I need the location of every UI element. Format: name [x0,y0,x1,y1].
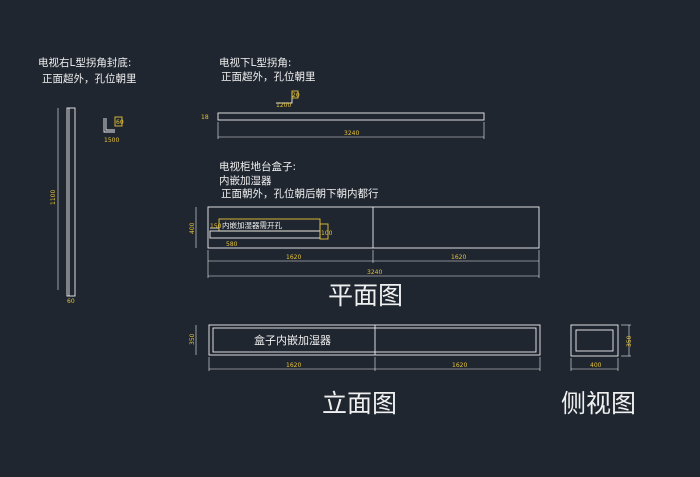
note-bottom-l-line2: 正面超外，孔位朝里 [221,70,316,83]
dim-bottom-top-a: 1200 [276,102,291,109]
dim-vertical-length: 1100 [50,190,57,205]
dim-plan-height: 400 [189,222,196,234]
humidifier-hole-label: 内嵌加湿器需开孔 [222,220,282,230]
note-box-line2: 内嵌加湿器 [219,174,272,187]
bottom-l-board: 18 3240 [201,112,485,139]
side-outline [570,324,619,357]
dim-hole-width: 580 [226,241,238,248]
plan-outline [207,206,540,249]
right-l-board: 1100 60 [50,107,76,305]
right-l-profile-inner [105,118,115,131]
note-bottom-l-line1: 电视下L型拐角: [219,56,291,69]
right-l-profile-outline [103,118,115,133]
dim-elevation-seg1: 1620 [286,362,301,369]
dim-bottom-length: 3240 [344,130,359,137]
bottom-l-profile: 1200 20 [276,90,300,109]
right-l-profile: 60 1500 [103,116,124,144]
right-l-board-outline [66,107,76,297]
note-right-l-line2: 正面超外，孔位朝里 [42,72,137,85]
dim-elevation-height: 350 [189,333,196,345]
side-view: 350 400 [570,324,633,371]
dim-plan-seg1: 1620 [286,254,301,261]
dim-elevation-seg2: 1620 [452,362,467,369]
note-box-line3: 正面朝外，孔位朝后朝下朝内都行 [221,187,379,200]
right-l-profile-tag [114,116,123,127]
title-side: 侧视图 [561,389,636,418]
title-elevation: 立面图 [322,389,397,418]
title-plan: 平面图 [328,281,403,310]
dim-hole-height: 150 [210,223,222,230]
elevation-label: 盒子内嵌加湿器 [254,333,331,347]
dim-plan-seg2: 1620 [451,254,466,261]
dim-vertical-bottom: 60 [67,298,75,305]
dim-side-height: 350 [626,335,633,347]
dim-bottom-height: 18 [201,114,209,121]
elevation-view: 盒子内嵌加湿器 350 1620 1620 [189,324,541,371]
elevation-outline [208,324,541,356]
side-inner [575,329,614,352]
note-box-line1: 电视柜地台盒子: [219,160,296,173]
elevation-inner [212,327,537,353]
plan-view: 内嵌加湿器需开孔 100 400 150 580 1620 1620 3240 [189,206,540,278]
bottom-l-board-outline [217,112,485,121]
humidifier-hole-right-tag [319,223,329,240]
dim-small-l-a: 60 [116,119,124,126]
dim-hole-right: 100 [321,230,333,237]
humidifier-hole-lower [209,230,321,239]
dim-side-width: 400 [590,362,602,369]
dim-small-l-c: 1500 [104,137,119,144]
bottom-l-profile-tag [291,90,299,99]
dim-bottom-top-b: 20 [292,92,300,99]
note-right-l-line1: 电视右L型拐角封底: [38,56,131,69]
dim-plan-total: 3240 [367,269,382,276]
